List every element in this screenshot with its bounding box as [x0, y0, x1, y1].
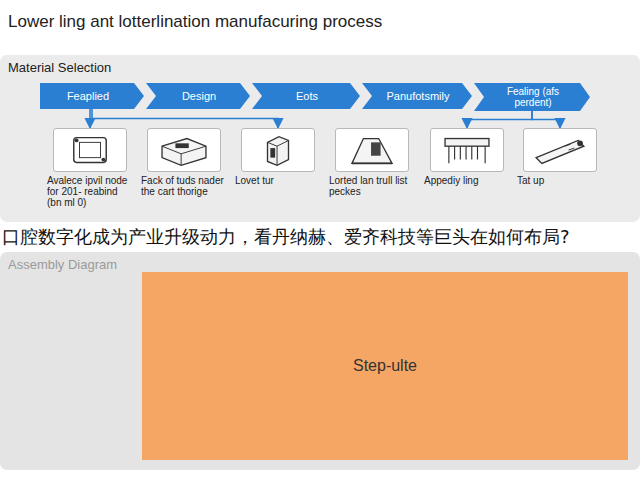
icon-box — [147, 128, 221, 172]
icon-box — [53, 128, 127, 172]
icon-box — [523, 128, 597, 172]
step-item: Fack of tuds nader the cart thorige — [139, 128, 229, 197]
process-chevron: Feaplied — [40, 83, 144, 109]
process-chevron: Eots — [252, 83, 360, 109]
chevron-fill — [474, 83, 590, 111]
chevron-label: Panufotsmily — [387, 91, 450, 102]
chevron-fill — [146, 83, 250, 109]
chevron-label: Eots — [296, 91, 318, 102]
material-panel: Material SelectionFeaplied Design Eots Panu… — [0, 55, 640, 222]
step-item: Avalece ipvil node for 201- reabind (bn … — [45, 128, 135, 208]
assembly-block: Step-ulte — [142, 272, 628, 460]
process-chevron: Panufotsmily — [362, 83, 472, 109]
connector-line — [92, 109, 278, 128]
icon-box — [430, 128, 504, 172]
connector-line — [89, 109, 91, 128]
icon-rack — [431, 129, 503, 171]
step-caption: Fack of tuds nader the cart thorige — [139, 175, 229, 197]
chevron-label: Fealing (afs perdent) — [490, 86, 576, 108]
process-chevron: Fealing (afs perdent) — [474, 83, 590, 111]
block-label: Step-ulte — [353, 357, 417, 375]
chevron-fill — [252, 83, 360, 109]
chevron-fill — [362, 83, 472, 109]
icon-device — [242, 129, 314, 171]
step-caption: Tat up — [515, 175, 605, 186]
step-caption: Lovet tur — [233, 175, 323, 186]
connector-line — [467, 111, 532, 128]
chevron-label: Feaplied — [67, 91, 109, 102]
icon-box — [335, 128, 409, 172]
step-item: Lovet tur — [233, 128, 323, 186]
step-item: Tat up — [515, 128, 605, 186]
step-item: Lorted lan trull list peckes — [327, 128, 417, 197]
icon-tube — [524, 129, 596, 171]
icon-frame — [54, 129, 126, 171]
panel-heading: Assembly Diagram — [8, 257, 117, 272]
headline-text: 口腔数字化成为产业升级动力，看丹纳赫、爱齐科技等巨头在如何布局? — [2, 226, 570, 248]
connector-line — [532, 111, 560, 128]
step-caption: Avalece ipvil node for 201- reabind (bn … — [45, 175, 135, 208]
chevron-label: Design — [182, 91, 216, 102]
process-chevron: Design — [146, 83, 250, 109]
chevron-fill — [40, 83, 144, 109]
headline-band: 口腔数字化成为产业升级动力，看丹纳赫、爱齐科技等巨头在如何布局? — [0, 222, 640, 252]
diagram-title: Lower ling ant lotterlination manufacuri… — [8, 12, 382, 32]
assembly-panel: Assembly DiagramStep-ulte — [0, 252, 640, 470]
step-caption: Lorted lan trull list peckes — [327, 175, 417, 197]
panel-heading: Material Selection — [8, 60, 111, 75]
icon-stand — [336, 129, 408, 171]
step-caption: Appediy ling — [422, 175, 512, 186]
icon-box — [241, 128, 315, 172]
icon-tray — [148, 129, 220, 171]
step-item: Appediy ling — [422, 128, 512, 186]
